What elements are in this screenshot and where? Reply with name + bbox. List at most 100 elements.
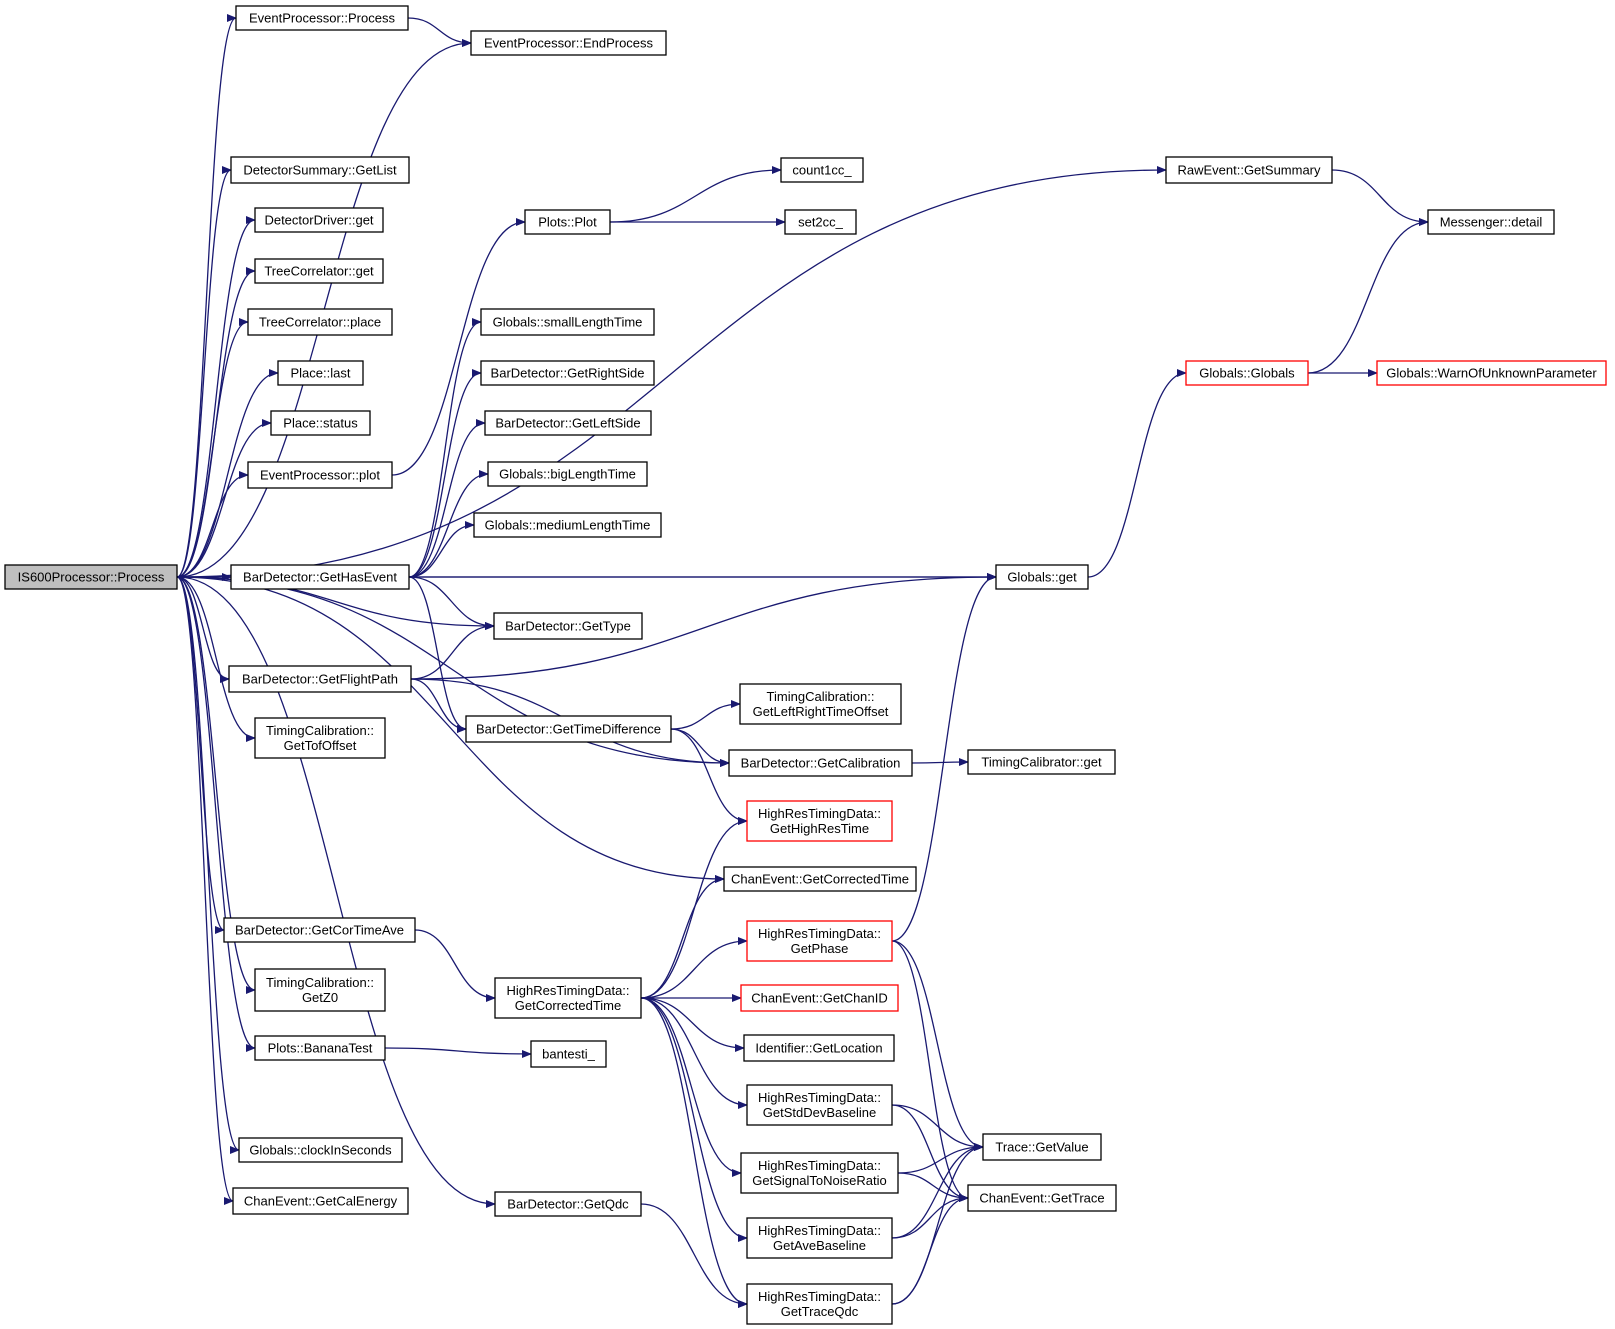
node-box (746, 1084, 893, 1126)
node-bd-getqdc[interactable]: BarDetector::GetQdc (494, 1191, 642, 1217)
node-g-smalllength[interactable]: Globals::smallLengthTime (480, 308, 655, 336)
edge-hrtd_getphase-to-globals_get (891, 573, 997, 942)
node-trace-getvalue[interactable]: Trace::GetValue (982, 1133, 1102, 1161)
edge-ep_plot-to-plots_plot (391, 218, 526, 476)
node-id-getlocation[interactable]: Identifier::GetLocation (743, 1034, 895, 1062)
node-ce-getcorrectedtime[interactable]: ChanEvent::GetCorrectedTime (723, 866, 917, 892)
node-box (728, 749, 913, 777)
node-ce-getcalenergy[interactable]: ChanEvent::GetCalEnergy (232, 1187, 409, 1215)
node-label: BarDetector::GetHasEvent (243, 570, 397, 585)
edge-hrtd_gettraceqdc-to-ce_gettrace (891, 1194, 969, 1305)
node-plots-bananatest[interactable]: Plots::BananaTest (254, 1035, 386, 1061)
node-hrtd-getcorrectedtime[interactable]: HighResTimingData::GetCorrectedTime (494, 977, 642, 1019)
node-box (230, 156, 410, 184)
node-hrtd-gettraceqdc[interactable]: HighResTimingData::GetTraceQdc (746, 1283, 893, 1325)
node-label: GetAveBaseline (773, 1238, 866, 1253)
node-ep-process[interactable]: EventProcessor::Process (235, 5, 409, 31)
node-box (470, 30, 667, 56)
node-label: GetPhase (791, 941, 849, 956)
node-messenger-detail[interactable]: Messenger::detail (1427, 209, 1555, 235)
node-label: BarDetector::GetRightSide (491, 366, 645, 381)
edge-plots_plot-to-count1cc (609, 166, 782, 223)
node-box (254, 1035, 386, 1061)
node-bd-gethasevent[interactable]: BarDetector::GetHasEvent (230, 564, 410, 590)
node-hrtd-getphase[interactable]: HighResTimingData::GetPhase (746, 920, 893, 962)
node-bd-getcalibration[interactable]: BarDetector::GetCalibration (728, 749, 913, 777)
node-bantesti[interactable]: bantesti_ (530, 1040, 607, 1068)
node-count1cc[interactable]: count1cc_ (780, 157, 864, 183)
node-label: TimingCalibration:: (266, 975, 374, 990)
edge-hrtd_getcorrectedtime-to-hrtd_getstddev (640, 997, 748, 1109)
node-box (254, 717, 386, 759)
node-g-mediumlength[interactable]: Globals::mediumLengthTime (473, 512, 662, 538)
node-box (230, 564, 410, 590)
node-label: Place::last (291, 366, 351, 381)
node-ep-endprocess[interactable]: EventProcessor::EndProcess (470, 30, 667, 56)
node-label: count1cc_ (792, 163, 852, 178)
node-label: BarDetector::GetType (505, 619, 631, 634)
node-bd-gettype[interactable]: BarDetector::GetType (493, 612, 643, 640)
node-g-clockinseconds[interactable]: Globals::clockInSeconds (238, 1137, 403, 1163)
node-label: Globals::WarnOfUnknownParameter (1386, 366, 1597, 381)
node-box (746, 1283, 893, 1325)
node-box (484, 410, 652, 436)
node-label: TimingCalibration:: (266, 723, 374, 738)
node-box (982, 1133, 1102, 1161)
node-tcal-getlrto[interactable]: TimingCalibration::GetLeftRightTimeOffse… (739, 683, 902, 725)
node-box (784, 209, 857, 235)
node-place-status[interactable]: Place::status (270, 410, 371, 436)
node-tcalibrator-get[interactable]: TimingCalibrator::get (967, 749, 1116, 775)
edge-bd_gethasevent-to-g_mediumlength (408, 521, 475, 578)
node-root[interactable]: IS600Processor::Process (4, 564, 178, 590)
node-hrtd-getstddev[interactable]: HighResTimingData::GetStdDevBaseline (746, 1084, 893, 1126)
node-place-last[interactable]: Place::last (277, 360, 364, 386)
node-ce-getchanid[interactable]: ChanEvent::GetChanID (740, 984, 899, 1012)
edge-globals_get-to-globals_globals (1087, 369, 1187, 578)
node-tcal-getz0[interactable]: TimingCalibration::GetZ0 (254, 968, 386, 1012)
node-ep-plot[interactable]: EventProcessor::plot (247, 461, 393, 489)
node-label: BarDetector::GetTimeDifference (476, 722, 661, 737)
node-label: HighResTimingData:: (758, 1090, 881, 1105)
node-g-biglength[interactable]: Globals::bigLengthTime (487, 461, 648, 487)
edge-bd_getqdc-to-hrtd_gettraceqdc (640, 1203, 748, 1308)
edge-root-to-bd_getqdc (176, 576, 496, 1208)
node-set2cc[interactable]: set2cc_ (784, 209, 857, 235)
edge-root-to-g_clockinseconds (176, 576, 240, 1154)
node-label: GetTofOffset (284, 738, 357, 753)
node-box (223, 917, 416, 943)
node-label: EventProcessor::EndProcess (484, 36, 654, 51)
node-label: ChanEvent::GetCorrectedTime (731, 872, 909, 887)
node-bd-getleftside[interactable]: BarDetector::GetLeftSide (484, 410, 652, 436)
node-label: Globals::Globals (1199, 366, 1295, 381)
node-tc-get[interactable]: TreeCorrelator::get (254, 258, 384, 284)
node-bd-getrightside[interactable]: BarDetector::GetRightSide (480, 360, 655, 386)
node-tc-place[interactable]: TreeCorrelator::place (247, 308, 393, 336)
node-globals-globals[interactable]: Globals::Globals (1185, 360, 1309, 386)
node-box (254, 207, 384, 233)
node-ds-getlist[interactable]: DetectorSummary::GetList (230, 156, 410, 184)
edge-root-to-ce_getcorrectedtime (176, 576, 725, 883)
node-plots-plot[interactable]: Plots::Plot (524, 209, 611, 235)
edge-root-to-ds_getlist (176, 166, 232, 578)
node-label: GetSignalToNoiseRatio (752, 1173, 886, 1188)
node-bd-getflightpath[interactable]: BarDetector::GetFlightPath (228, 665, 412, 693)
edge-bd_gettimediff-to-tcal_getlrto (670, 700, 741, 730)
node-hrtd-getsnr[interactable]: HighResTimingData::GetSignalToNoiseRatio (740, 1152, 899, 1194)
node-label: ChanEvent::GetTrace (979, 1191, 1104, 1206)
node-globals-warn[interactable]: Globals::WarnOfUnknownParameter (1376, 360, 1607, 386)
node-box (967, 749, 1116, 775)
node-hrtd-gethighrestime[interactable]: HighResTimingData::GetHighResTime (746, 800, 893, 842)
node-label: Globals::get (1007, 570, 1077, 585)
node-bd-getcortimeave[interactable]: BarDetector::GetCorTimeAve (223, 917, 416, 943)
node-rawevent-getsummary[interactable]: RawEvent::GetSummary (1165, 156, 1333, 184)
node-tcal-gettofoffset[interactable]: TimingCalibration::GetTofOffset (254, 717, 386, 759)
node-label: TreeCorrelator::get (264, 264, 374, 279)
node-hrtd-getavebaseline[interactable]: HighResTimingData::GetAveBaseline (746, 1217, 893, 1259)
node-bd-gettimediff[interactable]: BarDetector::GetTimeDifference (465, 715, 672, 743)
node-box (465, 715, 672, 743)
node-globals-get[interactable]: Globals::get (995, 564, 1089, 590)
node-box (740, 1152, 899, 1194)
node-ce-gettrace[interactable]: ChanEvent::GetTrace (967, 1184, 1117, 1212)
node-box (270, 410, 371, 436)
node-dd-get[interactable]: DetectorDriver::get (254, 207, 384, 233)
